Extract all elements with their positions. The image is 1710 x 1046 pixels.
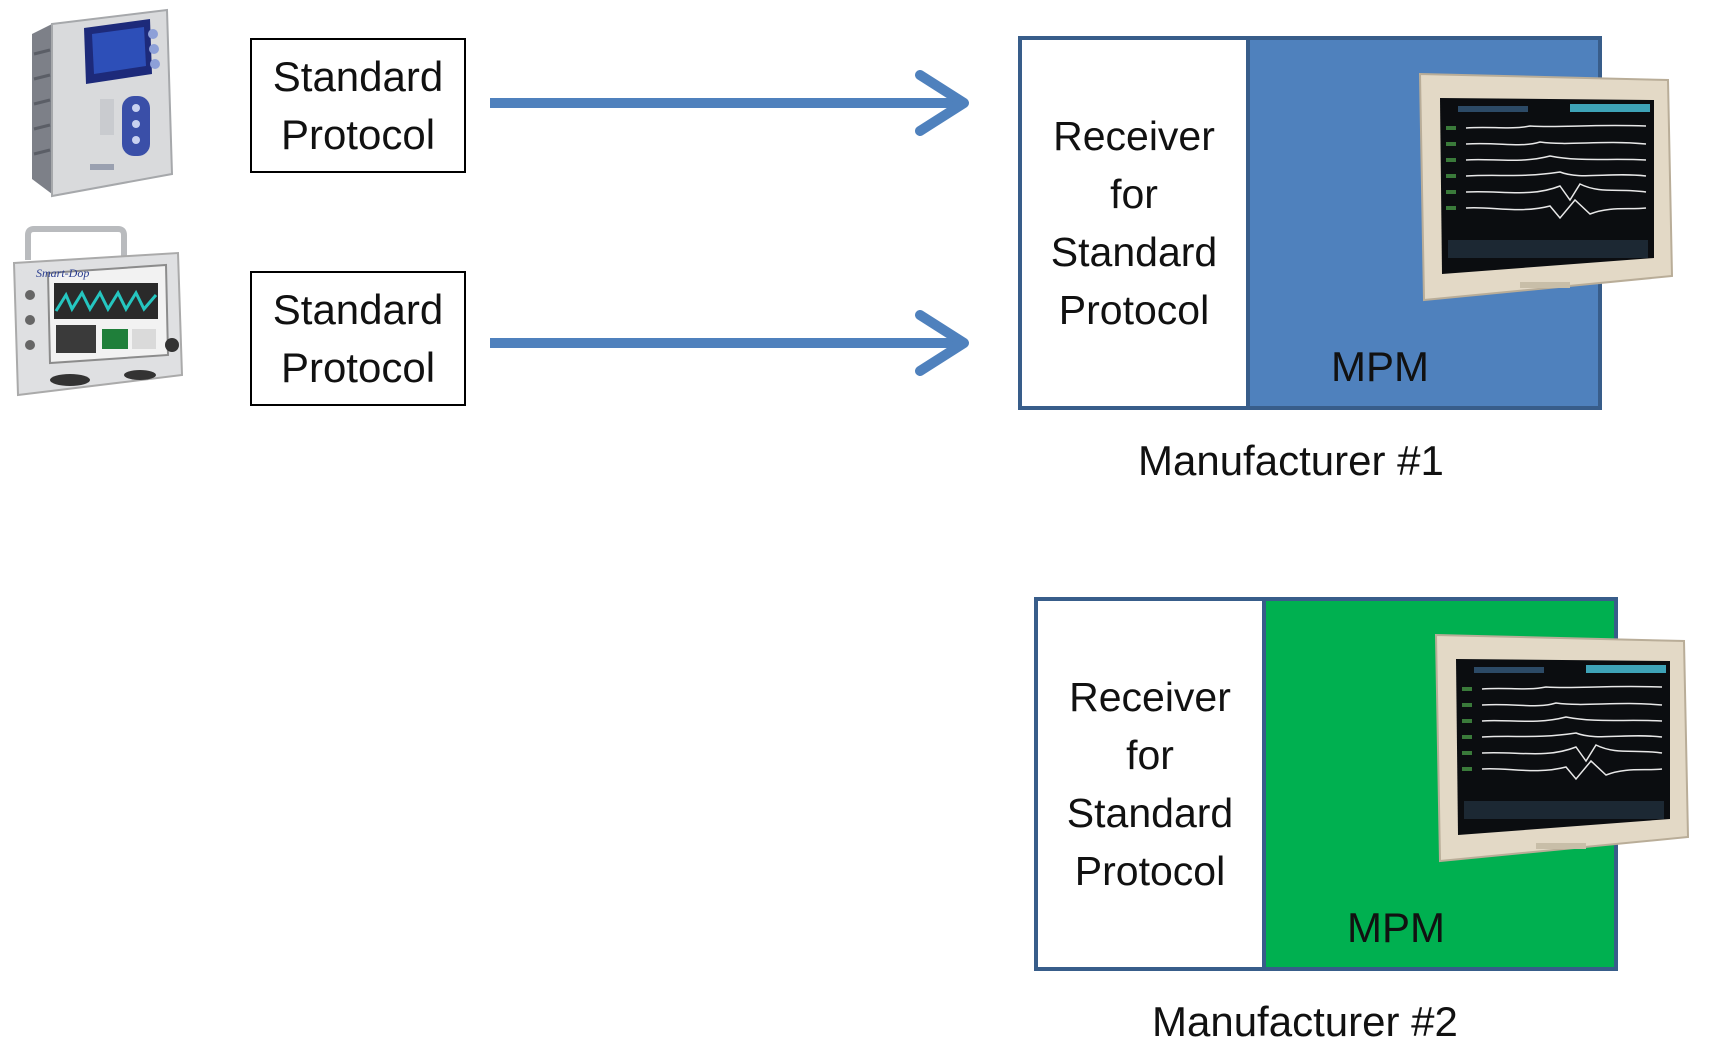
- manufacturer-1-name: Manufacturer #1: [1138, 437, 1444, 484]
- standard-protocol-label: Standard Protocol: [272, 52, 444, 158]
- manufacturer-1-system: Receiver for Standard Protocol MPM: [1018, 36, 1674, 410]
- bedside-monitor-icon: Smart-Dop: [12, 226, 184, 397]
- receiver-label: Receiver for Standard Protocol: [1050, 113, 1218, 333]
- patient-monitor-icon: [1434, 633, 1690, 863]
- infusion-pump-icon: [32, 8, 174, 198]
- standard-protocol-label: Standard Protocol: [272, 285, 444, 391]
- manufacturer-2-name: Manufacturer #2: [1152, 998, 1458, 1045]
- mpm-label: MPM: [1331, 343, 1429, 390]
- manufacturer-2-system: Receiver for Standard Protocol MPM: [1034, 597, 1690, 971]
- receiver-label: Receiver for Standard Protocol: [1066, 674, 1234, 894]
- standard-protocol-box-1: Standard Protocol: [250, 38, 466, 173]
- arrow-right-icon: [490, 70, 969, 136]
- patient-monitor-icon: [1418, 72, 1674, 302]
- receiver-box: Receiver for Standard Protocol: [1038, 601, 1266, 967]
- mpm-label: MPM: [1347, 904, 1445, 951]
- standard-protocol-box-2: Standard Protocol: [250, 271, 466, 406]
- arrow-right-icon: [490, 310, 969, 376]
- receiver-box: Receiver for Standard Protocol: [1022, 40, 1250, 406]
- svg-text:Smart-Dop: Smart-Dop: [36, 266, 89, 280]
